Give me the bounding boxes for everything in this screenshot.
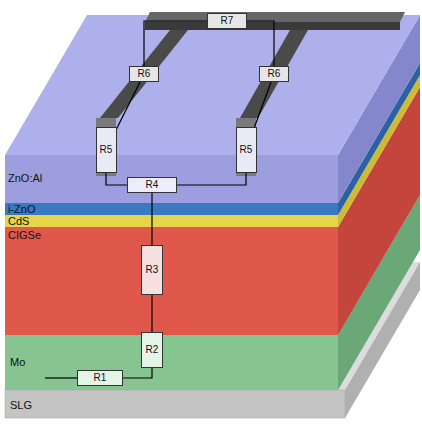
resistor-label: R6 [268, 68, 281, 80]
layer-label: CdS [8, 215, 29, 227]
wire [123, 368, 152, 378]
wire [106, 173, 127, 185]
resistor-label: R4 [146, 179, 159, 191]
resistor-label: R6 [138, 68, 151, 80]
slg-front [5, 390, 345, 418]
zno-front [5, 155, 338, 203]
resistor-box: R7 [207, 13, 247, 29]
cigse-front [5, 227, 338, 335]
resistor-box: R4 [127, 177, 177, 193]
lead-wire [45, 377, 77, 378]
wire [151, 295, 152, 332]
layer-label: SLG [10, 399, 32, 411]
resistor-box: R6 [129, 66, 159, 82]
resistor-label: R2 [146, 344, 159, 356]
layer-label: CIGSe [8, 229, 41, 241]
layer-label: Mo [10, 356, 25, 368]
resistor-label: R5 [100, 144, 113, 156]
layer-label: i-ZnO [8, 203, 36, 215]
layer-label: ZnO:Al [8, 172, 42, 184]
grid-post [96, 118, 116, 176]
wire [117, 82, 141, 129]
resistor-box: R2 [141, 332, 163, 368]
wire [247, 21, 274, 66]
wire [255, 82, 272, 127]
resistor-label: R3 [146, 264, 159, 276]
wire [177, 173, 246, 185]
wire [144, 21, 207, 66]
resistor-label: R7 [221, 15, 234, 27]
resistor-box: R3 [141, 245, 163, 295]
resistor-box: R5 [96, 127, 117, 173]
resistor-box: R5 [236, 127, 257, 173]
mo-front [5, 335, 338, 390]
resistor-box: R1 [77, 370, 123, 386]
wire [151, 193, 152, 245]
resistor-label: R1 [94, 372, 107, 384]
grid-bar-front [145, 22, 400, 30]
izno-front [5, 203, 338, 215]
cds-front [5, 215, 338, 227]
resistor-label: R5 [240, 144, 253, 156]
grid-post [236, 118, 256, 176]
zno-top [5, 15, 420, 155]
resistor-box: R6 [259, 66, 289, 82]
